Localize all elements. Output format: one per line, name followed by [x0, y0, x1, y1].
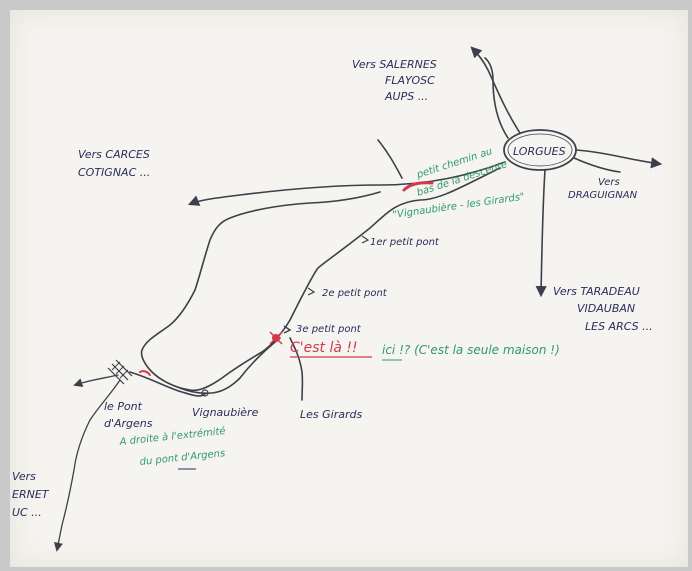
- label-pont3: 3e petit pont: [296, 324, 362, 335]
- label-vers-draguignan: Vers: [598, 177, 620, 188]
- road-carces-branch: [377, 139, 403, 179]
- label-vers-salernes: Vers SALERNES: [352, 58, 437, 71]
- label-vers-taradeau: Vers TARADEAU: [553, 285, 640, 298]
- label-vers-carces: Vers CARCES: [78, 148, 150, 161]
- pont3-marker: [283, 325, 292, 334]
- road-lorgues-to-argens[interactable]: [140, 167, 501, 392]
- label-lorgues[interactable]: LORGUES: [513, 145, 566, 158]
- road-to-southwest[interactable]: [53, 379, 121, 552]
- road-to-carces[interactable]: [187, 161, 506, 206]
- petit-chemin-red-mark: [402, 181, 434, 192]
- pont2-marker: [307, 287, 316, 296]
- label-argens: d'Argens: [104, 417, 153, 430]
- vignaubiere-point: [201, 389, 209, 397]
- note-petit-chemin-3: "Vignaubière - les Girards": [392, 191, 526, 221]
- road-to-girards[interactable]: [289, 337, 304, 401]
- label-draguignan: DRAGUIGNAN: [568, 190, 638, 201]
- label-vignaubiere: Vignaubière: [192, 406, 259, 419]
- house-star-icon: [269, 331, 283, 345]
- label-ernet: ERNET: [12, 488, 50, 501]
- lorgues-roundabout-inner: [507, 133, 573, 167]
- label-vidauban: VIDAUBAN: [577, 302, 635, 315]
- label-aups: AUPS ...: [384, 90, 428, 103]
- label-les-arcs: LES ARCS ...: [585, 320, 653, 333]
- note-cest-la-detail: ici !? (C'est la seule maison !): [382, 343, 560, 357]
- label-cotignac: COTIGNAC ...: [78, 166, 150, 179]
- note-cest-la: C'est là !!: [290, 340, 358, 356]
- road-vignaubiere[interactable]: [179, 337, 281, 395]
- road-to-draguignan[interactable]: [575, 149, 663, 169]
- label-pont2: 2e petit pont: [322, 288, 388, 299]
- road-to-taradeau[interactable]: [535, 169, 547, 298]
- pont-argens-bridge-icon: [107, 359, 133, 385]
- road-to-west[interactable]: [73, 374, 119, 388]
- label-vers-sw: Vers: [12, 470, 36, 483]
- note-a-droite-2: du pont d'Argens: [139, 448, 226, 468]
- road-to-salernes[interactable]: [470, 46, 521, 134]
- label-uc: UC ...: [12, 506, 42, 519]
- label-flayosc: FLAYOSC: [385, 74, 435, 87]
- road-to-salernes-2[interactable]: [484, 57, 509, 139]
- label-pont1: 1er petit pont: [370, 237, 440, 248]
- argens-red-mark: [139, 370, 151, 376]
- label-les-girards: Les Girards: [300, 408, 362, 421]
- road-to-draguignan-2: [573, 157, 621, 173]
- road-argens-junction: [129, 371, 206, 397]
- label-le-pont: le Pont: [104, 400, 143, 413]
- pont1-marker: [361, 235, 370, 244]
- hand-drawn-map-paper: [10, 10, 688, 567]
